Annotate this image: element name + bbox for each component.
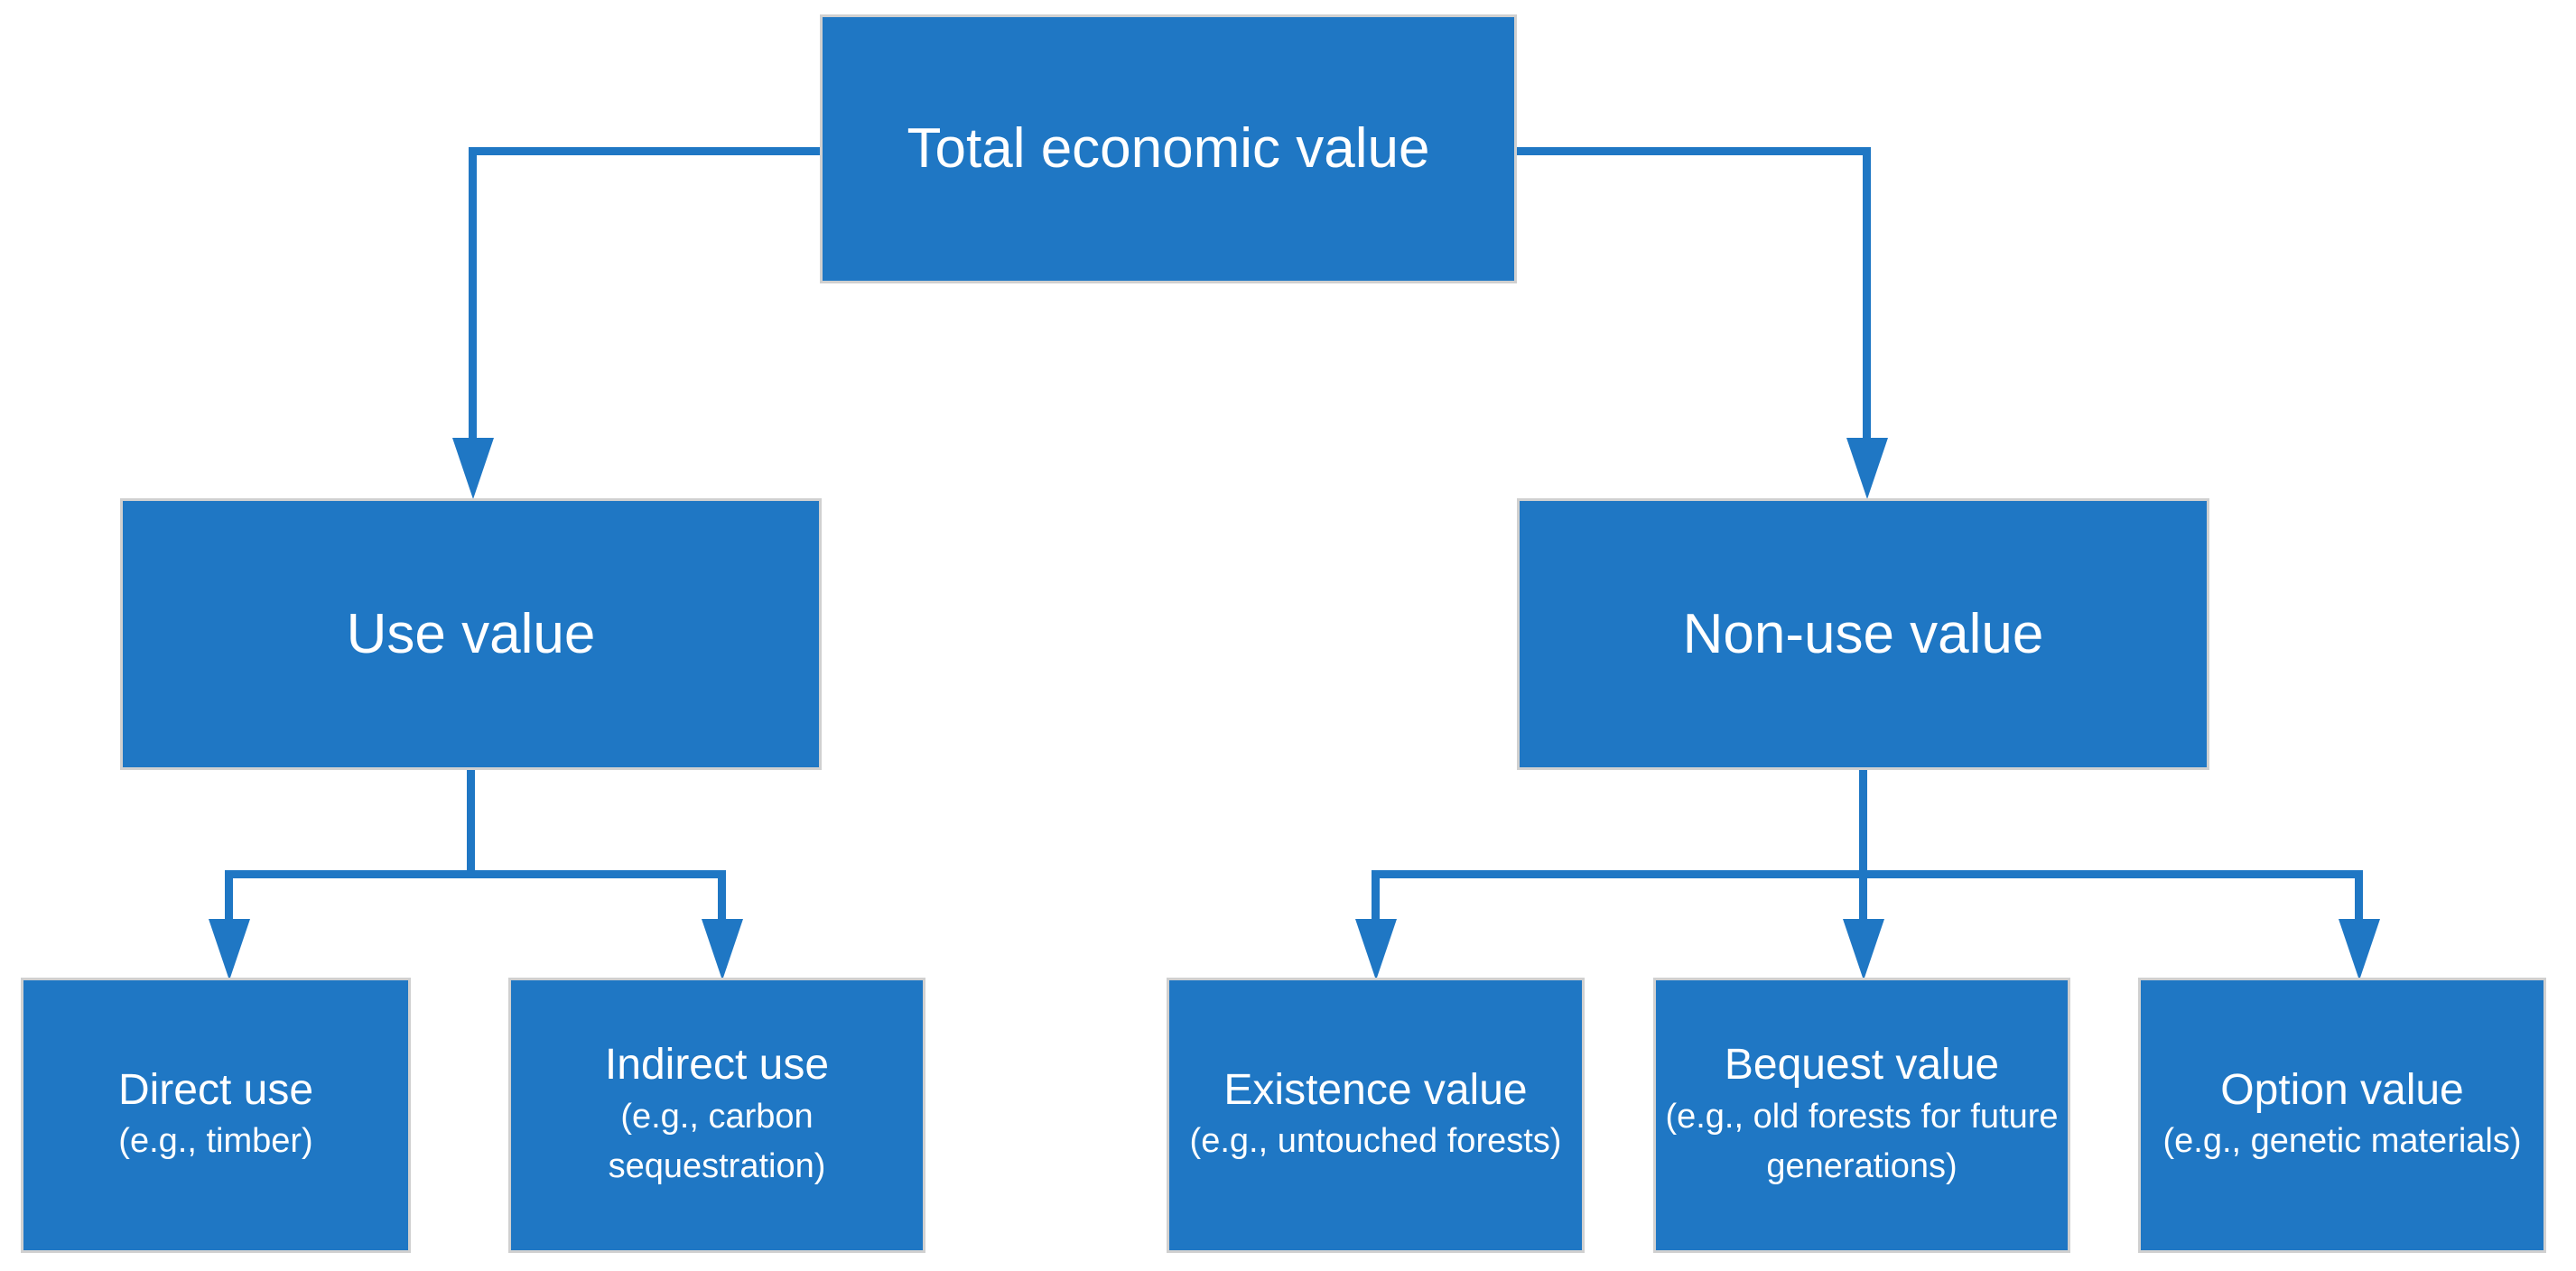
node-bequest-value-label: Bequest value xyxy=(1724,1041,2000,1090)
node-indirect-use[interactable]: Indirect use (e.g., carbon sequestration… xyxy=(508,978,925,1253)
node-direct-use-example: (e.g., timber) xyxy=(118,1122,313,1161)
edge-non-use-to-option-line xyxy=(2355,870,2363,919)
node-total-economic-value[interactable]: Total economic value xyxy=(820,14,1517,283)
edge-use-to-indirect-line xyxy=(718,870,726,919)
node-existence-value-example: (e.g., untouched forests) xyxy=(1189,1122,1562,1161)
edge-non-use-to-bequest-arrowhead xyxy=(1843,919,1884,980)
edge-root-to-use-value-line xyxy=(469,147,477,438)
node-non-use-value[interactable]: Non-use value xyxy=(1517,498,2209,770)
edge-non-use-value-stem xyxy=(1859,770,1867,876)
edge-use-to-direct-arrowhead xyxy=(209,919,250,980)
edge-use-value-stem xyxy=(467,770,475,876)
edge-root-to-use-value-arrowhead xyxy=(452,438,494,499)
node-indirect-use-label: Indirect use xyxy=(604,1041,830,1090)
edge-non-use-to-bequest-line xyxy=(1859,870,1867,919)
node-option-value-label: Option value xyxy=(2220,1065,2464,1114)
edge-use-to-direct-line xyxy=(225,870,233,919)
edge-use-to-indirect-arrowhead xyxy=(702,919,743,980)
node-total-economic-value-label: Total economic value xyxy=(907,117,1430,181)
edge-non-use-to-existence-line xyxy=(1372,870,1380,919)
node-non-use-value-label: Non-use value xyxy=(1682,602,2044,665)
edge-root-to-non-use-value-line xyxy=(1863,147,1871,438)
node-option-value[interactable]: Option value (e.g., genetic materials) xyxy=(2138,978,2546,1253)
edge-use-value-spine xyxy=(225,870,726,878)
edge-non-use-value-spine xyxy=(1372,870,2363,878)
node-bequest-value-example: (e.g., old forests for future generation… xyxy=(1665,1097,2059,1185)
node-existence-value-label: Existence value xyxy=(1223,1065,1528,1114)
edge-root-to-non-use-value-arrowhead xyxy=(1846,438,1888,499)
node-use-value-label: Use value xyxy=(346,602,596,665)
node-option-value-example: (e.g., genetic materials) xyxy=(2162,1122,2522,1161)
node-bequest-value[interactable]: Bequest value (e.g., old forests for fut… xyxy=(1653,978,2070,1253)
node-existence-value[interactable]: Existence value (e.g., untouched forests… xyxy=(1167,978,1585,1253)
node-direct-use-label: Direct use xyxy=(117,1065,314,1114)
node-use-value[interactable]: Use value xyxy=(120,498,822,770)
edge-non-use-to-existence-arrowhead xyxy=(1355,919,1397,980)
node-indirect-use-example: (e.g., carbon sequestration) xyxy=(608,1097,826,1185)
node-direct-use[interactable]: Direct use (e.g., timber) xyxy=(21,978,411,1253)
edge-non-use-to-option-arrowhead xyxy=(2339,919,2380,980)
